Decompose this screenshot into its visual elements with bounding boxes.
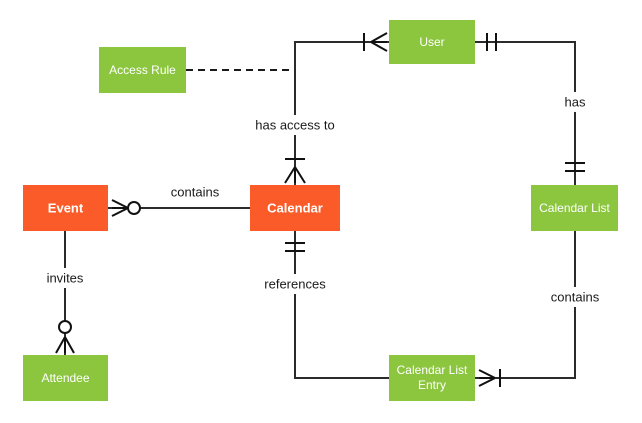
relationship-has-access-to-text: has access to: [255, 117, 335, 132]
relationship-invites-text: invites: [47, 270, 84, 285]
relationship-label-invites: invites: [36, 268, 94, 288]
relationship-contains-cle-text: contains: [551, 289, 600, 304]
entity-user-box[interactable]: [389, 20, 475, 64]
edge-calendar-list-cle: [475, 231, 576, 379]
entity-event[interactable]: Event: [23, 185, 108, 231]
label-bg-has-access-to: [245, 115, 345, 135]
entity-attendee[interactable]: Attendee: [23, 355, 108, 401]
entity-calendar-box[interactable]: [250, 185, 340, 231]
relationship-has-text: has: [565, 94, 586, 109]
cardinality-user-right-exactly-one: [486, 33, 497, 51]
label-bg-contains-cle: [540, 287, 610, 307]
entity-access-rule-box[interactable]: [99, 47, 186, 93]
label-bg-has: [552, 92, 598, 112]
cardinality-calendar-top-one-or-many: [284, 158, 306, 184]
entity-calendar[interactable]: Calendar: [250, 185, 340, 231]
cardinality-calendar-bottom-exactly-one: [285, 242, 305, 252]
relationship-label-has-access-to: has access to: [245, 115, 345, 135]
edge-user-calendar-list: [475, 41, 576, 185]
cardinality-event-right-zero-or-many: [111, 199, 141, 217]
entity-calendar-list[interactable]: Calendar List: [531, 185, 618, 231]
label-bg-references: [253, 274, 337, 294]
entity-calendar-list-entry-box[interactable]: [389, 355, 475, 401]
entity-access-rule[interactable]: Access Rule: [99, 47, 186, 93]
label-bg-contains-calendar: [160, 182, 232, 202]
entity-attendee-box[interactable]: [23, 355, 108, 401]
relationship-contains-calendar-text: contains: [171, 184, 220, 199]
edge-calendar-user: [294, 41, 389, 185]
cardinality-user-left-one-or-many: [363, 32, 388, 52]
relationship-label-has: has: [552, 92, 598, 112]
entity-user[interactable]: User: [389, 20, 475, 64]
edge-calendar-cle: [294, 231, 389, 379]
relationship-label-references: references: [253, 274, 337, 294]
label-bg-invites: [36, 268, 94, 288]
relationship-label-contains-calendar: contains: [160, 182, 232, 202]
entity-calendar-list-entry[interactable]: Calendar List Entry: [389, 355, 475, 401]
cardinality-attendee-top-zero-or-many: [55, 320, 75, 354]
entity-event-box[interactable]: [23, 185, 108, 231]
cardinality-calendar-list-top-exactly-one: [565, 162, 585, 172]
relationship-label-contains-cle: contains: [540, 287, 610, 307]
cardinality-cle-right-one-or-many: [478, 369, 501, 387]
relationship-references-text: references: [264, 276, 326, 291]
entity-calendar-list-box[interactable]: [531, 185, 618, 231]
